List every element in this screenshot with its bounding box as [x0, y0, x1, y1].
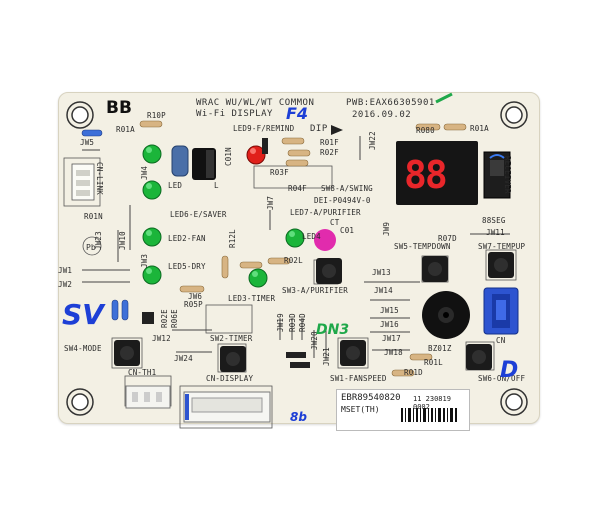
sw2-label: SW2-TIMER: [210, 334, 253, 343]
r10p-label: R10P: [147, 111, 166, 120]
r02l-label: R02L: [284, 256, 303, 265]
jw10-label: JW10: [118, 231, 127, 250]
r12l-label: R12L: [228, 229, 237, 248]
board-date: 2016.09.02: [352, 110, 412, 120]
sw7-tempup-button[interactable]: [488, 252, 514, 278]
sw8-label: SW8-A/SWING: [321, 184, 373, 193]
r01a-label: R01A: [116, 125, 135, 134]
cn-th1-label: CN-TH1: [128, 368, 157, 377]
jw4-label: JW4: [140, 165, 149, 180]
led7-label: LED7-A/PURIFIER: [290, 208, 361, 217]
sw4-label: SW4-MODE: [64, 344, 102, 353]
jw2-label: JW2: [58, 280, 73, 289]
board-title-line2: Wi-Fi DISPLAY: [196, 109, 273, 119]
jw21-label: JW21: [322, 347, 331, 366]
barcode-sticker: EBR89540820 11 230819 0002 MSET(TH): [336, 389, 470, 431]
sw1-label: SW1-FANSPEED: [330, 374, 387, 383]
jw6-label: JW6: [188, 292, 203, 301]
led4-label: LED4: [302, 232, 321, 241]
display-label: 88SEG: [482, 216, 506, 225]
r01n-label: R01N: [84, 212, 103, 221]
jw1-label: JW1: [58, 266, 73, 275]
r07d-label: R07D: [438, 234, 457, 243]
jw9-label: JW9: [382, 221, 391, 236]
led2-label: LED2-FAN: [168, 234, 206, 243]
sw6-label: SW6-ON/OFF: [478, 374, 526, 383]
sticker-suffix: 11 230819 0002: [413, 395, 451, 411]
r02e-label: R02E: [160, 309, 169, 328]
c01-label: C01: [340, 226, 355, 235]
jw5-label: JW5: [80, 138, 95, 147]
led5-label: LED5-DRY: [168, 262, 206, 271]
barcode: [401, 408, 457, 422]
jw3-label: JW3: [140, 253, 149, 268]
c01n-label: C01N: [224, 147, 233, 166]
ct-label: CT: [330, 218, 340, 227]
capacitor: [171, 145, 189, 177]
r01l-label: R01L: [424, 358, 443, 367]
r04d-label: R04D: [298, 313, 307, 332]
jw24-label: JW24: [174, 354, 193, 363]
cn-link-label: CN-LINK: [95, 162, 104, 196]
jw13-label: JW13: [372, 268, 391, 277]
receiver-label: RECEIVER: [503, 156, 512, 194]
dip-label: DIP: [310, 124, 328, 134]
r04f-label: R04F: [288, 184, 307, 193]
handwritten-f4: F4: [286, 104, 309, 123]
display-digits: 88: [404, 153, 448, 197]
jw22-label: JW22: [368, 131, 377, 150]
sw5-tempdown-button[interactable]: [422, 256, 448, 282]
jw18-label: JW18: [384, 348, 403, 357]
sw5-label: SW5-TEMPDOWN: [394, 242, 451, 251]
r01f-label: R01F: [320, 138, 339, 147]
led9-label: LED9-F/REMIND: [233, 124, 295, 133]
sw7-label: SW7-TEMPUP: [478, 242, 526, 251]
bz01z-label: BZ01Z: [428, 344, 452, 353]
led3-label: LED3-TIMER: [228, 294, 276, 303]
jw15-label: JW15: [380, 306, 399, 315]
jw7-label: JW7: [266, 195, 275, 210]
jw16-label: JW16: [380, 320, 399, 329]
mounting-hole: [66, 101, 528, 416]
sw1-fanspeed-button[interactable]: [340, 340, 366, 366]
r080-label: R080: [416, 126, 435, 135]
sticker-model: MSET(TH): [341, 405, 380, 414]
svg-text:Pb: Pb: [86, 243, 96, 252]
led-label: LED: [168, 181, 183, 190]
sticker-code: EBR89540820: [341, 393, 401, 403]
jw11-label: JW11: [486, 228, 505, 237]
handwritten-dn: DN3: [316, 322, 350, 338]
pwb-code: PWB:EAX66305901: [346, 98, 435, 108]
handwritten-bottom: 8b: [290, 410, 307, 424]
r01a-right-label: R01A: [470, 124, 489, 133]
jw12-label: JW12: [152, 334, 171, 343]
jw17-label: JW17: [382, 334, 401, 343]
cn-label: CN: [496, 336, 506, 345]
ul-mark-label: DEI-P0494V-0: [314, 196, 371, 205]
led6-label: LED6-E/SAVER: [170, 210, 227, 219]
cn-display-label: CN-DISPLAY: [206, 374, 254, 383]
r06e-label: R06E: [170, 309, 179, 328]
jw23-label: JW23: [94, 231, 103, 250]
sw3-purifier-button[interactable]: [316, 258, 342, 284]
jw14-label: JW14: [374, 286, 393, 295]
seven-segment-display: 88: [396, 141, 478, 205]
handwritten-sv: SV: [62, 298, 104, 331]
r03d-label: R03D: [288, 313, 297, 332]
r01d-label: R01D: [404, 368, 423, 377]
sw3-label: SW3-A/PURIFIER: [282, 286, 349, 295]
sw2-timer-button[interactable]: [220, 346, 246, 372]
r05p-label: R05P: [184, 300, 203, 309]
r02f-label: R02F: [320, 148, 339, 157]
sw4-mode-button[interactable]: [114, 340, 140, 366]
r03f-label: R03F: [270, 168, 289, 177]
jw19-label: JW19: [276, 313, 285, 332]
board-title-line1: WRAC WU/WL/WT COMMON: [196, 98, 315, 108]
resistor: [139, 120, 467, 377]
handwritten-d: D: [500, 358, 519, 383]
sw6-onoff-button[interactable]: [466, 344, 492, 370]
led-l-label: L: [214, 181, 219, 190]
handwritten-bb: BB: [106, 98, 132, 118]
